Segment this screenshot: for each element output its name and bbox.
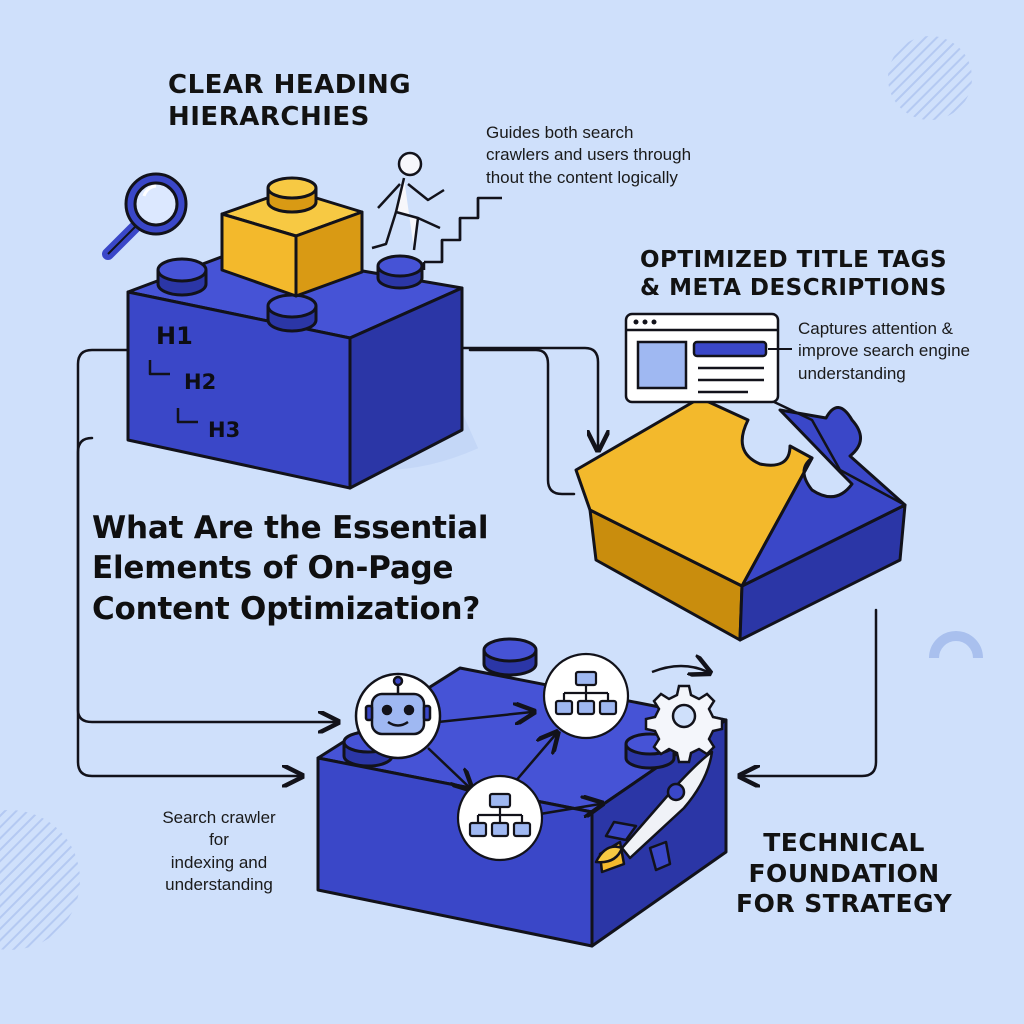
note-line: indexing and <box>170 852 268 872</box>
note-line: Guides both search <box>486 123 634 142</box>
connector-lines <box>76 346 878 776</box>
note-line: Captures attention & <box>798 319 953 338</box>
technical-foundation-brick <box>316 637 728 948</box>
section-title-line: FOUNDATION <box>748 858 940 888</box>
main-title: What Are the Essential Elements of On-Pa… <box>92 508 489 629</box>
sitemap-icon <box>456 774 544 862</box>
yellow-block <box>220 176 364 298</box>
note-line: understanding <box>798 363 906 383</box>
section-title-line: & META DESCRIPTIONS <box>640 275 947 302</box>
section-title-line: HIERARCHIES <box>168 101 370 132</box>
title-tags-title: OPTIMIZED TITLE TAGS & META DESCRIPTIONS <box>640 246 947 302</box>
heading-hierarchies-title: CLEAR HEADING HIERARCHIES <box>168 70 411 133</box>
heading-hierarchies-note: Guides both search crawlers and users th… <box>486 122 691 189</box>
robot-icon <box>354 672 442 760</box>
magnifier-icon <box>102 172 188 260</box>
main-title-line: Elements of On-Page <box>92 550 454 587</box>
gear-icon <box>644 666 724 764</box>
h1-label: H1 <box>156 322 193 350</box>
brick-stud <box>266 293 318 333</box>
h3-label: H3 <box>208 418 241 442</box>
brick-stud <box>376 254 424 290</box>
brick-stud <box>482 637 538 677</box>
note-line: improve search engine <box>798 341 970 361</box>
title-tags-note: Captures attention & improve search engi… <box>798 318 970 385</box>
technical-foundation-title: TECHNICAL FOUNDATION FOR STRATEGY <box>736 828 952 920</box>
main-title-line: What Are the Essential <box>92 510 489 546</box>
note-line: Search crawler <box>162 808 276 827</box>
brick-stud <box>156 257 208 297</box>
hatched-blob <box>888 36 972 120</box>
note-line: for <box>209 830 229 850</box>
note-line: understanding <box>165 875 273 895</box>
hatched-blob <box>0 810 80 950</box>
section-title-line: FOR STRATEGY <box>736 889 953 918</box>
note-line: crawlers and users through <box>486 145 692 165</box>
arc-decoration <box>929 631 983 659</box>
note-line: thout the content logically <box>486 167 678 187</box>
heading-hierarchy-brick <box>126 176 464 490</box>
section-title-line: TECHNICAL <box>763 828 925 857</box>
h2-label: H2 <box>184 370 217 394</box>
browser-window-icon <box>624 312 792 404</box>
puzzle-piece <box>574 396 907 642</box>
person-climbing-stairs-icon <box>371 151 502 270</box>
rocket-icon <box>594 750 714 874</box>
section-title-line: OPTIMIZED TITLE TAGS <box>640 247 948 273</box>
search-crawler-note: Search crawler for indexing and understa… <box>144 807 294 897</box>
main-title-line: Content Optimization? <box>92 590 481 627</box>
sitemap-icon <box>542 652 630 740</box>
section-title-line: CLEAR HEADING <box>168 70 412 100</box>
